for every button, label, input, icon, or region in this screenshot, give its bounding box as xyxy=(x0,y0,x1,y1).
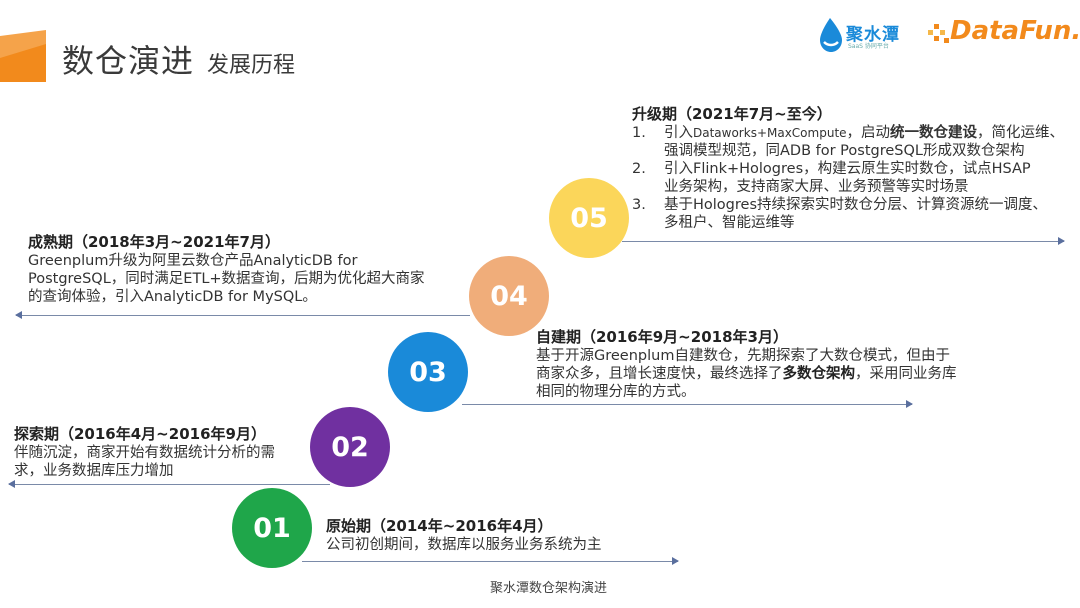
stage-05-item-3-line-1: 基于Hologres持续探索实时数仓分层、计算资源统一调度、 xyxy=(664,197,1047,213)
stage-02-arrow xyxy=(8,480,330,488)
stage-05-item-1-line-2: 强调模型规范，同ADB for PostgreSQL形成双数仓架构 xyxy=(664,143,1025,159)
stage-03-arrow xyxy=(462,400,913,408)
stage-03-number: 03 xyxy=(409,356,447,388)
stage-04-number: 04 xyxy=(490,280,528,312)
stage-05-item-1-number: 1. xyxy=(632,125,646,141)
stage-03-circle: 03 xyxy=(388,332,468,412)
stage-05-item-2-line-1: 引入Flink+Hologres，构建云原生实时数仓，试点HSAP xyxy=(664,161,1031,177)
stage-03-description: 基于开源Greenplum自建数仓，先期探索了大数仓模式，但由于 商家众多，且增… xyxy=(536,347,957,401)
stage-04-description: Greenplum升级为阿里云数仓产品AnalyticDB for Postgr… xyxy=(28,252,425,306)
stage-02-heading: 探索期（2016年4月~2016年9月） xyxy=(14,425,266,443)
stage-02-number: 02 xyxy=(331,431,369,463)
stage-01-circle: 01 xyxy=(232,488,312,568)
stage-04-arrow xyxy=(15,311,470,319)
stage-02-circle: 02 xyxy=(310,407,390,487)
stage-04-circle: 04 xyxy=(469,256,549,336)
stage-05-item-3-line-2: 多租户、智能运维等 xyxy=(664,215,795,231)
stage-01-number: 01 xyxy=(253,512,291,544)
page-subtitle: 发展历程 xyxy=(207,53,296,78)
stage-05-item-1: 1. 引入Dataworks+MaxCompute，启动统一数仓建设，简化运维、… xyxy=(632,124,1072,160)
stage-03-highlight: 多数仓架构 xyxy=(782,366,856,382)
stage-04-line-1: Greenplum升级为阿里云数仓产品AnalyticDB for xyxy=(28,253,358,269)
stage-02-line-1: 伴随沉淀，商家开始有数据统计分析的需 xyxy=(14,445,275,461)
stage-05-item-2-number: 2. xyxy=(632,161,646,177)
slide-caption: 聚水潭数仓架构演进 xyxy=(490,581,608,596)
stage-01-heading: 原始期（2014年~2016年4月） xyxy=(326,517,553,535)
stage-02-description: 伴随沉淀，商家开始有数据统计分析的需 求，业务数据库压力增加 xyxy=(14,444,275,480)
stage-05-number: 05 xyxy=(570,202,608,234)
stage-03-line-2-text-a: 商家众多，且增长速度快，最终选择了 xyxy=(536,366,783,382)
jushuitan-logo-name: 聚水潭 xyxy=(846,25,900,45)
stage-05-item-1-text-a: 引入 xyxy=(664,125,693,141)
stage-05-circle: 05 xyxy=(549,178,629,258)
stage-03-line-2: 商家众多，且增长速度快，最终选择了多数仓架构，采用同业务库 xyxy=(536,365,957,383)
stage-05-item-2-line-2: 业务架构，支持商家大屏、业务预警等实时场景 xyxy=(664,179,969,195)
stage-05-item-3: 3. 基于Hologres持续探索实时数仓分层、计算资源统一调度、 多租户、智能… xyxy=(632,196,1072,232)
stage-04-line-2: PostgreSQL，同时满足ETL+数据查询，后期为优化超大商家 xyxy=(28,271,425,287)
stage-03-line-2-text-b: ，采用同业务库 xyxy=(855,366,957,382)
stage-05-item-2: 2. 引入Flink+Hologres，构建云原生实时数仓，试点HSAP 业务架… xyxy=(632,160,1072,196)
water-drop-icon xyxy=(820,18,842,52)
stage-01-arrow xyxy=(302,557,679,565)
stage-03-heading: 自建期（2016年9月~2018年3月） xyxy=(536,328,788,346)
stage-04-line-3: 的查询体验，引入AnalyticDB for MySQL。 xyxy=(28,289,317,305)
stage-05-item-1-text-b: ，启动 xyxy=(846,125,891,141)
stage-02-line-2: 求，业务数据库压力增加 xyxy=(14,463,174,479)
jushuitan-logo-tagline: SaaS 协同平台 xyxy=(848,43,889,50)
page-title: 数仓演进 xyxy=(62,42,195,80)
datafun-logo-text: DataFun. xyxy=(950,16,1080,46)
stage-05-arrow xyxy=(622,237,1065,245)
stage-05-heading: 升级期（2021年7月~至今） xyxy=(632,105,832,123)
stage-03-line-3: 相同的物理分库的方式。 xyxy=(536,384,696,400)
datafun-mark-icon xyxy=(928,24,949,43)
stage-03-line-1: 基于开源Greenplum自建数仓，先期探索了大数仓模式，但由于 xyxy=(536,348,950,364)
stage-01-description: 公司初创期间，数据库以服务业务系统为主 xyxy=(326,537,602,553)
stage-05-item-1-product: Dataworks+MaxCompute xyxy=(693,126,847,140)
corner-accent-shape xyxy=(0,30,46,82)
stage-04-heading: 成熟期（2018年3月~2021年7月） xyxy=(28,233,280,251)
stage-05-list: 1. 引入Dataworks+MaxCompute，启动统一数仓建设，简化运维、… xyxy=(632,124,1072,232)
stage-05-item-1-highlight: 统一数仓建设 xyxy=(890,125,978,141)
stage-05-item-1-text-c: ，简化运维、 xyxy=(977,125,1065,141)
stage-05-item-3-number: 3. xyxy=(632,197,646,213)
